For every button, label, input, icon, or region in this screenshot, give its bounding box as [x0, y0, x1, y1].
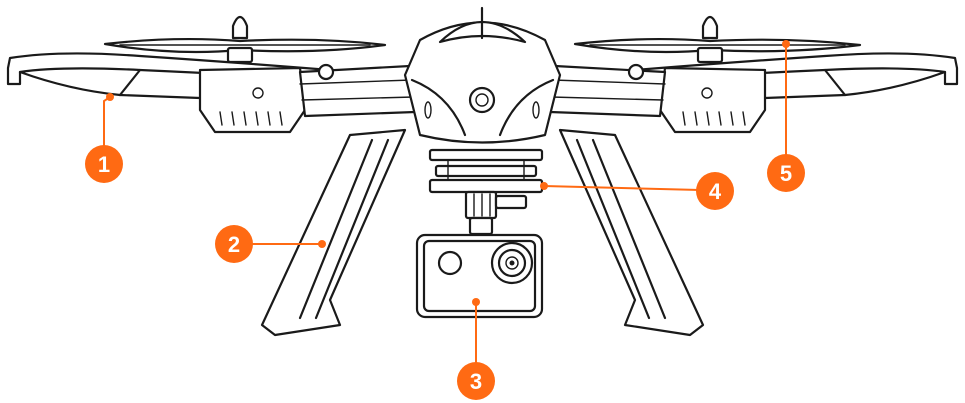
left-motor: [198, 66, 307, 134]
callout-badge-4: 4: [696, 172, 734, 210]
camera-button: [437, 250, 463, 276]
callout-badge-2: 2: [215, 225, 253, 263]
callout-badge-3: 3: [457, 362, 495, 400]
leader-endpoints: [106, 40, 790, 306]
gimbal-mount: [428, 148, 544, 236]
left-arm-assembly: [6, 15, 417, 134]
right-arm-assembly: [548, 15, 959, 134]
left-arm: [298, 64, 417, 118]
callout-badge-5: 5: [767, 154, 805, 192]
callout-number-4: 4: [709, 179, 722, 204]
callout-number-5: 5: [780, 161, 792, 186]
status-light: [468, 86, 496, 114]
callout-number-3: 3: [470, 369, 482, 394]
drone-body: [403, 6, 562, 144]
right-arm: [548, 64, 667, 118]
camera: [415, 233, 544, 319]
right-landing-leg: [558, 128, 705, 337]
callout-badge-1: 1: [85, 145, 123, 183]
left-landing-leg: [260, 128, 407, 337]
callout-number-2: 2: [228, 232, 240, 257]
leader-4: [543, 185, 701, 191]
right-motor: [658, 66, 767, 134]
callout-number-1: 1: [98, 152, 110, 177]
